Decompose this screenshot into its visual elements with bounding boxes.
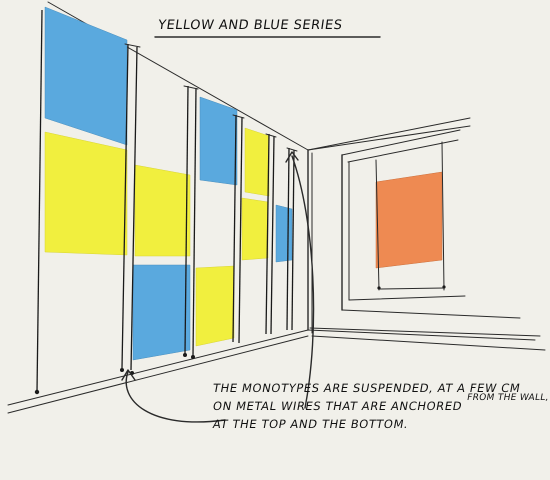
panel-yellow-fourth-top — [244, 127, 270, 197]
panel-yellow-left — [44, 131, 128, 256]
panel-blue-third — [199, 96, 238, 186]
side-wall — [307, 117, 546, 351]
panel-yellow-fourth-mid — [241, 197, 269, 261]
annotation-line-3: AT THE TOP AND THE BOTTOM. — [211, 417, 410, 431]
suspension-wires — [34, 9, 446, 395]
monotype-panels — [44, 6, 443, 361]
panel-yellow-mid — [134, 164, 191, 257]
wall-niche — [341, 129, 521, 319]
panel-blue-far — [275, 204, 293, 263]
panel-yellow-bottom-third — [195, 265, 235, 347]
annotation-line-1-sup: FROM THE WALL, — [466, 393, 550, 403]
annotation-arrow — [121, 151, 315, 423]
panel-blue-top-left — [44, 6, 128, 146]
panel-blue-bottom-mid — [132, 264, 191, 361]
annotation-line-2: ON METAL WIRES THAT ARE ANCHORED — [211, 399, 464, 413]
panel-orange-side — [375, 171, 443, 269]
sketch-title: YELLOW AND BLUE SERIES — [156, 18, 344, 33]
